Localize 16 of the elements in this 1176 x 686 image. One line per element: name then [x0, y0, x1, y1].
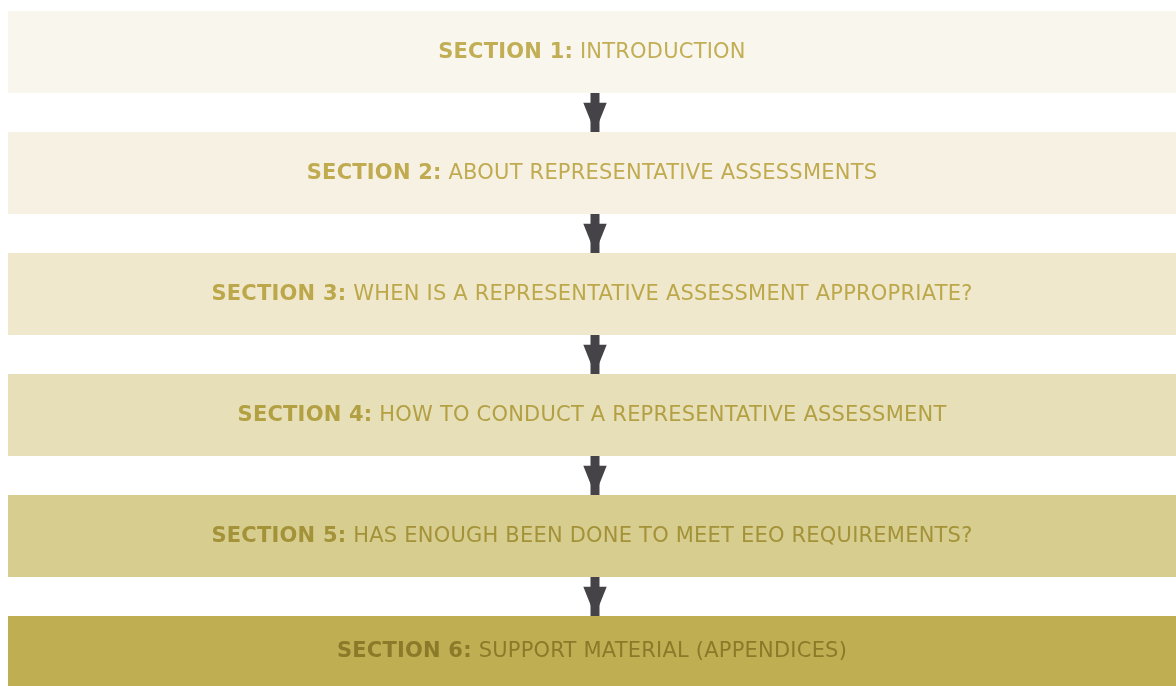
arrow	[583, 93, 607, 132]
section-title: SECTION 2: ABOUT REPRESENTATIVE ASSESSMENTS	[306, 159, 878, 187]
arrow	[583, 456, 607, 495]
section-title: SECTION 3: WHEN IS A REPRESENTATIVE ASSESSMENT APPROPRIATE?	[211, 280, 973, 308]
section-title: SECTION 4: HOW TO CONDUCT A REPRESENTATIVE ASSESSMENT	[237, 401, 947, 429]
section-bar	[8, 132, 1176, 214]
section-title: SECTION 5: HAS ENOUGH BEEN DONE TO MEET EEO REQUIREMENTS?	[211, 522, 973, 550]
section-bar	[8, 11, 1176, 93]
arrow	[583, 577, 607, 616]
arrow	[583, 335, 607, 374]
section-bar	[8, 616, 1176, 686]
section-title: SECTION 1: INTRODUCTION	[438, 38, 746, 66]
arrow	[583, 214, 607, 253]
section-bar	[8, 374, 1176, 456]
section-bar	[8, 495, 1176, 577]
section-bar	[8, 253, 1176, 335]
